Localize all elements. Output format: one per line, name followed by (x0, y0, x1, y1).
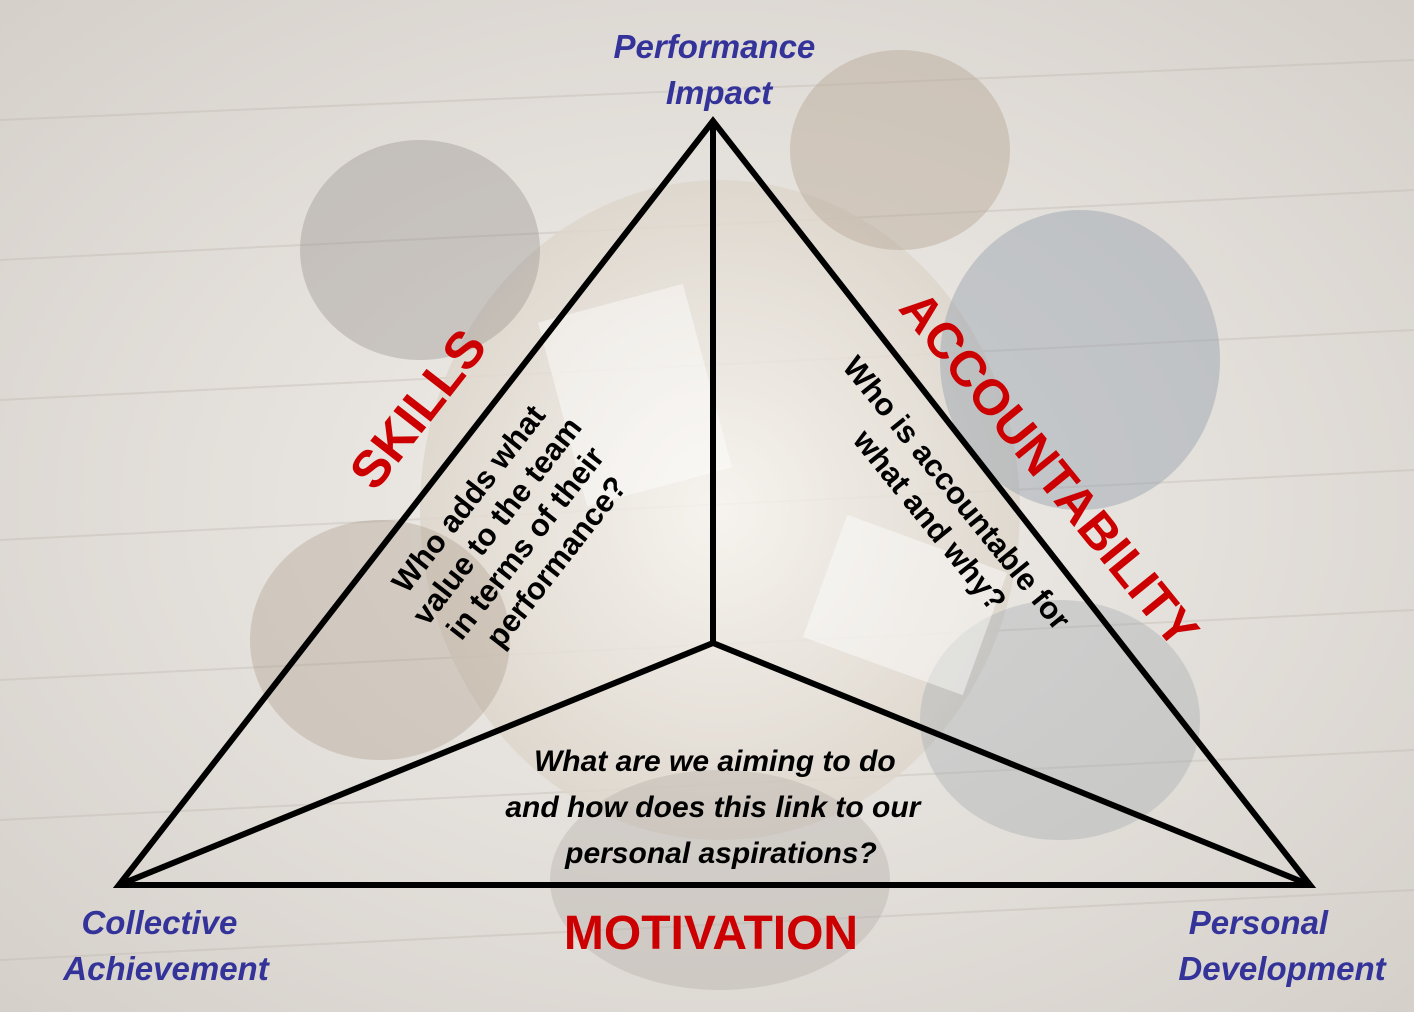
vertex-top-label: Performance Impact (614, 28, 825, 111)
divider-right (711, 640, 1312, 888)
motivation-question-line1: What are we aiming to do (534, 745, 896, 778)
motivation-question: What are we aiming to do and how does th… (505, 745, 928, 870)
vertex-bottom-left-line1: Collective (81, 904, 237, 941)
vertex-bottom-left-label: Collective Achievement (62, 904, 270, 987)
vertex-bottom-left-line2: Achievement (62, 950, 270, 987)
motivation-question-line2: and how does this link to our (505, 791, 922, 824)
divider-left (117, 640, 715, 888)
vertex-bottom-right-line2: Development (1178, 950, 1387, 987)
vertex-top-line1: Performance (614, 28, 816, 65)
vertex-bottom-right-line1: Personal (1189, 904, 1329, 941)
vertex-top-line2: Impact (666, 74, 774, 111)
vertex-bottom-right-label: Personal Development (1178, 904, 1387, 987)
motivation-question-line3: personal aspirations? (564, 837, 877, 870)
outer-triangle (112, 116, 1317, 888)
triangle-lines (112, 116, 1317, 888)
motivation-title: MOTIVATION (564, 907, 858, 960)
